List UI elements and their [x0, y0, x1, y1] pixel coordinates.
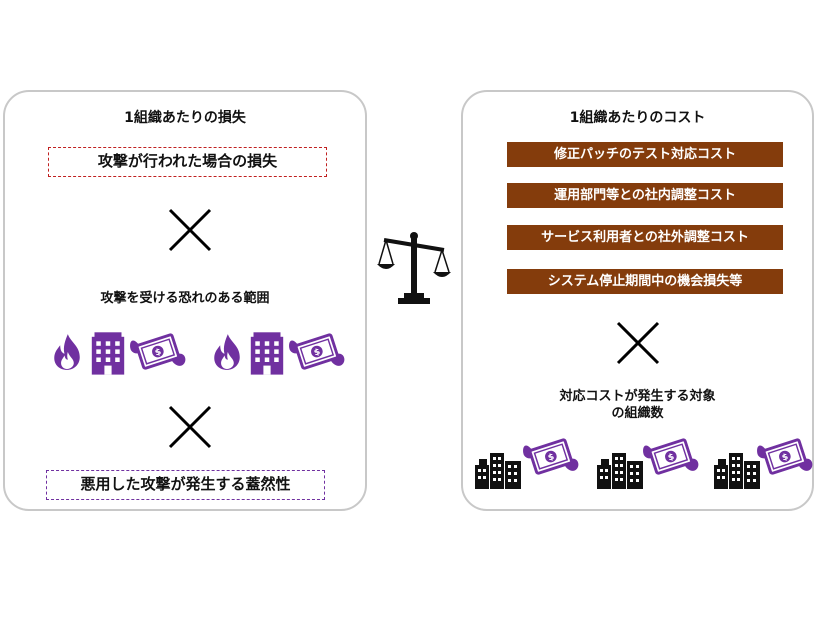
cost-panel: 1組織あたりのコスト 修正パッチのテスト対応コスト 運用部門等との社内調整コスト… [461, 90, 814, 511]
flying-money-icon [522, 435, 580, 479]
city-buildings-icon [475, 453, 521, 489]
attack-scope-label: 攻撃を受ける恐れのある範囲 [100, 291, 270, 306]
cost-item: 運用部門等との社内調整コスト [507, 183, 783, 208]
cost-item: システム停止期間中の機会損失等 [507, 269, 783, 294]
cost-item: 修正パッチのテスト対応コスト [507, 142, 783, 167]
loss-panel: 1組織あたりの損失 攻撃が行われた場合の損失 攻撃を受ける恐れのある範囲 悪用し… [3, 90, 367, 511]
cost-item: サービス利用者との社外調整コスト [507, 225, 783, 250]
flying-money-icon [129, 330, 187, 374]
city-buildings-icon [714, 453, 760, 489]
loss-panel-title: 1組織あたりの損失 [124, 110, 246, 126]
loss-on-attack-label: 攻撃が行われた場合の損失 [97, 152, 278, 170]
attack-probability-box: 悪用した攻撃が発生する蓋然性 [46, 470, 325, 500]
multiply-icon [616, 321, 660, 365]
attack-probability-label: 悪用した攻撃が発生する蓋然性 [80, 475, 291, 493]
office-building-icon [249, 330, 285, 376]
multiply-icon [168, 405, 212, 449]
flame-icon [50, 332, 84, 372]
office-building-icon [90, 330, 126, 376]
target-orgs-label-line1: 対応コストが発生する対象 [559, 389, 716, 404]
cost-panel-title: 1組織あたりのコスト [569, 110, 706, 126]
flying-money-icon [642, 435, 700, 479]
multiply-icon [168, 208, 212, 252]
balance-scale-icon [377, 232, 451, 304]
flying-money-icon [288, 330, 346, 374]
loss-on-attack-box: 攻撃が行われた場合の損失 [48, 147, 327, 177]
city-buildings-icon [597, 453, 643, 489]
flying-money-icon [756, 435, 814, 479]
flame-icon [210, 332, 244, 372]
target-orgs-label-line2: の組織数 [611, 406, 664, 421]
target-orgs-label: 対応コストが発生する対象 の組織数 [463, 388, 812, 422]
